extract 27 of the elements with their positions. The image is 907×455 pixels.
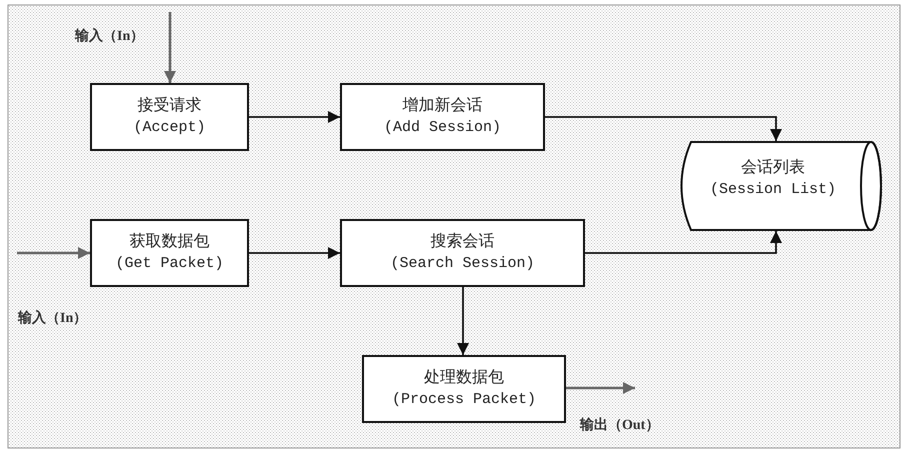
node-title: 获取数据包 xyxy=(130,232,210,252)
process-box xyxy=(90,83,249,151)
process-box xyxy=(362,355,566,423)
arrow xyxy=(164,12,176,83)
node-subtitle: (Search Session) xyxy=(390,254,535,274)
arrow xyxy=(249,247,340,259)
process-box xyxy=(340,219,585,287)
process-box xyxy=(340,83,545,151)
arrow xyxy=(457,287,469,355)
io-label: 输入（In） xyxy=(18,309,88,327)
io-label: 输入（In） xyxy=(75,27,144,45)
node-title: 处理数据包 xyxy=(424,368,504,388)
process-box xyxy=(90,219,249,287)
node-title: 增加新会话 xyxy=(402,96,482,116)
node-title: 搜索会话 xyxy=(430,232,494,252)
arrow xyxy=(585,231,782,254)
node-subtitle: (Add Session) xyxy=(384,118,502,138)
node-subtitle: (Session List) xyxy=(710,180,836,200)
arrow xyxy=(545,116,782,141)
io-label: 输出（Out） xyxy=(580,416,660,434)
node-subtitle: (Accept) xyxy=(133,118,206,138)
node-subtitle: (Process Packet) xyxy=(392,390,536,410)
arrow xyxy=(566,382,635,394)
node-title: 会话列表 xyxy=(741,158,805,178)
node-subtitle: (Get Packet) xyxy=(115,254,224,274)
node-title: 接受请求 xyxy=(138,96,202,116)
arrow xyxy=(17,247,90,259)
